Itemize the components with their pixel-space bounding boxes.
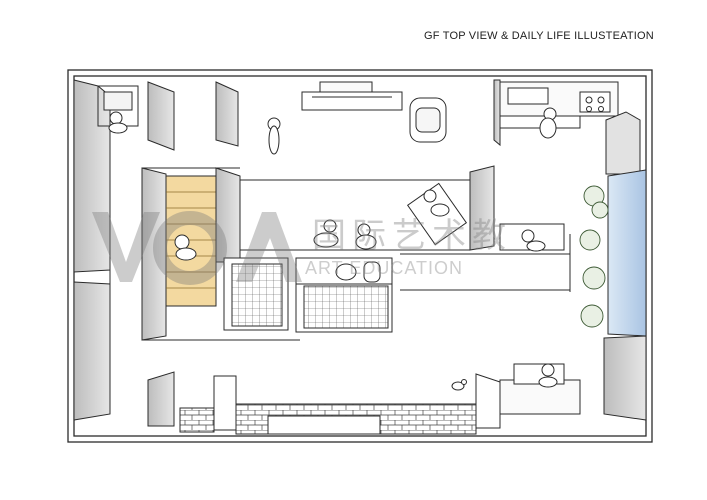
watermark-english-text: ART EDUCATION bbox=[305, 258, 464, 278]
cat-icon bbox=[451, 379, 467, 391]
person-icon bbox=[538, 363, 558, 388]
person-icon bbox=[521, 229, 546, 252]
left-wall-blocks bbox=[73, 79, 111, 421]
light-well bbox=[603, 169, 647, 421]
living-area bbox=[301, 81, 447, 143]
person-icon bbox=[423, 189, 450, 217]
person-icon bbox=[313, 219, 339, 248]
watermark-chinese-text: 国际艺术教 bbox=[312, 216, 512, 256]
person-icon bbox=[174, 234, 197, 261]
stair-core bbox=[141, 167, 300, 341]
person-icon bbox=[355, 223, 377, 250]
plant-icon bbox=[579, 185, 609, 328]
kitchen bbox=[493, 79, 641, 175]
person-icon bbox=[108, 111, 128, 134]
bathroom bbox=[223, 257, 393, 333]
page-title: GF TOP VIEW & DAILY LIFE ILLUSTEATION bbox=[424, 30, 654, 42]
person-icon bbox=[539, 107, 557, 139]
top-left-room bbox=[97, 81, 239, 151]
person-icon bbox=[267, 117, 281, 155]
